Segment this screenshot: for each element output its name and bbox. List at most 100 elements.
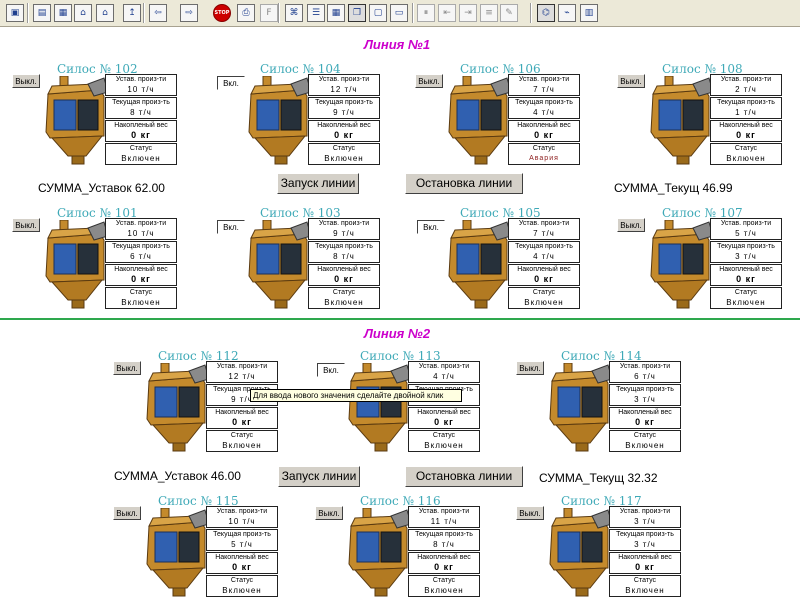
silo-mode-button[interactable]: Вкл. xyxy=(217,220,245,234)
current-panel: Текущая произ-ть 8 т/ч xyxy=(308,241,380,263)
setpoint-panel[interactable]: Устав. произ-ти 2 т/ч xyxy=(710,74,782,96)
accumulated-label: Накопленый вес xyxy=(114,122,168,129)
current-label: Текущая произ-ть xyxy=(717,99,775,106)
accumulated-value: 0 кг xyxy=(232,417,252,427)
setpoint-panel[interactable]: Устав. произ-ти 7 т/ч xyxy=(508,218,580,240)
status-label: Статус xyxy=(332,145,356,152)
building-icon[interactable]: ⌂ xyxy=(74,4,92,22)
setpoint-value: 2 т/ч xyxy=(735,85,757,94)
silo-machine-image xyxy=(643,75,714,166)
windows-icon[interactable]: ❐ xyxy=(348,4,366,22)
setpoint-panel[interactable]: Устав. произ-ти 6 т/ч xyxy=(609,361,681,383)
accumulated-value: 0 кг xyxy=(534,274,554,284)
network-icon[interactable]: ⌬ xyxy=(537,4,555,22)
setpoint-label: Устав. произ-ти xyxy=(619,363,671,370)
status-label: Статус xyxy=(432,577,456,584)
connect-icon[interactable]: ⌘ xyxy=(285,4,303,22)
silo-mode-button[interactable]: Выкл. xyxy=(12,218,40,232)
silo-mode-button[interactable]: Выкл. xyxy=(113,361,141,375)
status-panel: Статус Включен xyxy=(408,430,480,452)
setpoint-panel[interactable]: Устав. произ-ти 10 т/ч xyxy=(105,218,177,240)
format-icon[interactable]: ≡ xyxy=(480,4,498,22)
setpoint-label: Устав. произ-ти xyxy=(518,76,570,83)
accumulated-panel: Накопленый вес 0 кг xyxy=(308,264,380,286)
display-icon[interactable]: ▣ xyxy=(6,4,24,22)
indent-icon[interactable]: ⇤ xyxy=(438,4,456,22)
book-icon[interactable]: ▥ xyxy=(580,4,598,22)
window-icon[interactable]: ▭ xyxy=(390,4,408,22)
stop-icon[interactable]: STOP xyxy=(213,4,231,22)
silo-machine-image xyxy=(241,219,312,310)
current-label: Текущая произ-ть xyxy=(213,386,271,393)
up-icon[interactable]: ↥ xyxy=(123,4,141,22)
line-1-sum-current: СУММА_Текущ 46.99 xyxy=(614,181,733,195)
setpoint-panel[interactable]: Устав. произ-ти 3 т/ч xyxy=(609,506,681,528)
status-label: Статус xyxy=(332,289,356,296)
silo-mode-button[interactable]: Выкл. xyxy=(113,506,141,520)
accumulated-value: 0 кг xyxy=(232,562,252,572)
setpoint-label: Устав. произ-ти xyxy=(318,76,370,83)
setpoint-panel[interactable]: Устав. произ-ти 7 т/ч xyxy=(508,74,580,96)
line-1-start-button[interactable]: Запуск линии xyxy=(277,173,359,194)
line-2-stop-button[interactable]: Остановка линии xyxy=(405,466,523,487)
silo-mode-button[interactable]: Выкл. xyxy=(12,74,40,88)
back-arrow-icon[interactable]: ⇦ xyxy=(149,4,167,22)
outdent-icon[interactable]: ⇥ xyxy=(459,4,477,22)
setpoint-panel[interactable]: Устав. произ-ти 12 т/ч xyxy=(206,361,278,383)
silo-machine-image xyxy=(241,75,312,166)
current-value: 8 т/ч xyxy=(333,252,355,261)
grid-icon[interactable]: ▦ xyxy=(327,4,345,22)
line-1-stop-button[interactable]: Остановка линии xyxy=(405,173,523,194)
setpoint-panel[interactable]: Устав. произ-ти 11 т/ч xyxy=(408,506,480,528)
current-panel: Текущая произ-ть 8 т/ч xyxy=(408,529,480,551)
silo-mode-button[interactable]: Выкл. xyxy=(516,361,544,375)
setpoint-panel[interactable]: Устав. произ-ти 12 т/ч xyxy=(308,74,380,96)
chart-icon[interactable]: ⌁ xyxy=(558,4,576,22)
status-label: Статус xyxy=(230,577,254,584)
setpoint-panel[interactable]: Устав. произ-ти 9 т/ч xyxy=(308,218,380,240)
silo-mode-button[interactable]: Вкл. xyxy=(217,76,245,90)
pause-icon[interactable]: ⏸ xyxy=(417,4,435,22)
setpoint-label: Устав. произ-ти xyxy=(115,220,167,227)
setpoint-panel[interactable]: Устав. произ-ти 10 т/ч xyxy=(105,74,177,96)
accumulated-label: Накопленый вес xyxy=(317,122,371,129)
accumulated-label: Накопленый вес xyxy=(719,122,773,129)
current-label: Текущая произ-ть xyxy=(315,243,373,250)
current-label: Текущая произ-ть xyxy=(112,243,170,250)
forward-arrow-icon[interactable]: ⇨ xyxy=(180,4,198,22)
setpoint-panel[interactable]: Устав. произ-ти 10 т/ч xyxy=(206,506,278,528)
tools-icon[interactable]: ✎ xyxy=(500,4,518,22)
silo-mode-button[interactable]: Выкл. xyxy=(415,74,443,88)
toolbar-separator xyxy=(27,3,29,23)
setpoint-label: Устав. произ-ти xyxy=(418,508,470,515)
silo-mode-button[interactable]: Выкл. xyxy=(617,218,645,232)
silo-mode-button[interactable]: Выкл. xyxy=(516,506,544,520)
menu-icon[interactable]: ▤ xyxy=(33,4,51,22)
status-label: Статус xyxy=(129,145,153,152)
silo-machine-image xyxy=(139,362,210,453)
silo-mode-button[interactable]: Выкл. xyxy=(617,74,645,88)
current-label: Текущая произ-ть xyxy=(415,531,473,538)
silo-mode-button[interactable]: Вкл. xyxy=(317,363,345,377)
setpoint-label: Устав. произ-ти xyxy=(216,508,268,515)
home-icon[interactable]: ⌂ xyxy=(96,4,114,22)
setpoint-panel[interactable]: Устав. произ-ти 5 т/ч xyxy=(710,218,782,240)
status-label: Статус xyxy=(633,577,657,584)
calculator-icon[interactable]: ▦ xyxy=(54,4,72,22)
accumulated-label: Накопленый вес xyxy=(719,266,773,273)
flag-icon[interactable]: F xyxy=(260,4,278,22)
silo-title: Силос № 113 xyxy=(360,349,441,363)
silo-mode-button[interactable]: Выкл. xyxy=(315,506,343,520)
setpoint-value: 7 т/ч xyxy=(533,229,555,238)
status-panel: Статус Включен xyxy=(308,143,380,165)
list-icon[interactable]: ☰ xyxy=(307,4,325,22)
silo-mode-button[interactable]: Вкл. xyxy=(417,220,445,234)
frame-icon[interactable]: ▢ xyxy=(369,4,387,22)
line-2-sum-current: СУММА_Текущ 32.32 xyxy=(539,471,658,485)
setpoint-panel[interactable]: Устав. произ-ти 4 т/ч xyxy=(408,361,480,383)
current-value: 3 т/ч xyxy=(735,252,757,261)
status-value: Включен xyxy=(121,154,161,163)
line-2-start-button[interactable]: Запуск линии xyxy=(278,466,360,487)
setpoint-value: 6 т/ч xyxy=(634,372,656,381)
print-icon[interactable]: ⎙ xyxy=(237,4,255,22)
